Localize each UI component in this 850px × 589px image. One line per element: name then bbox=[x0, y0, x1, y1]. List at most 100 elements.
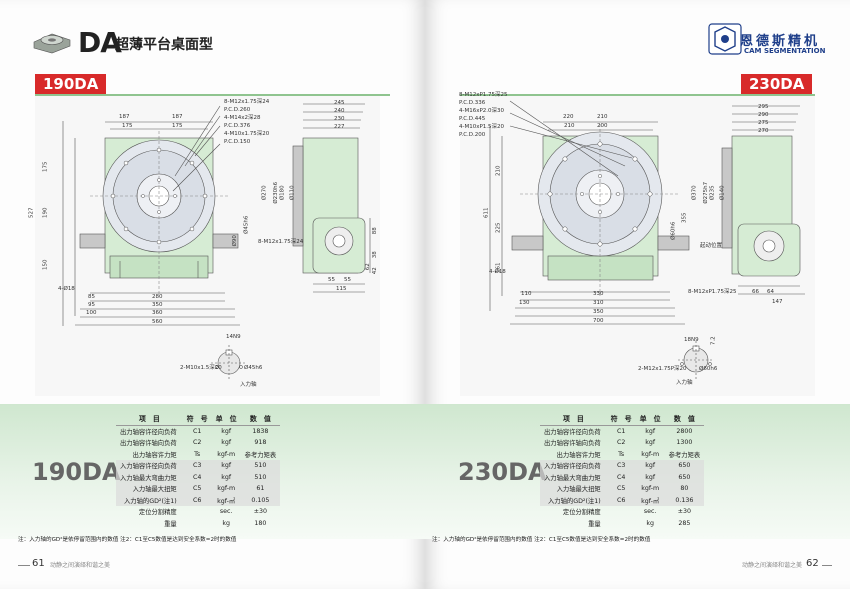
spec-cell-sym bbox=[607, 518, 636, 530]
spec-cell-val: 285 bbox=[678, 519, 691, 527]
spec-cell-unit: kgf-m bbox=[635, 483, 665, 495]
r-dim-v225: 225 bbox=[495, 222, 502, 234]
dim-100: 100 bbox=[86, 310, 97, 316]
left-page: DA 超薄平台桌面型 190DA bbox=[0, 26, 425, 569]
spec-header-cell: 符 号 bbox=[182, 413, 212, 426]
shaft-diameter: Ø45h6 bbox=[244, 365, 263, 371]
spec-cell-unit: kgf-m bbox=[217, 450, 236, 458]
r-dim-147: 147 bbox=[772, 299, 783, 305]
spec-cell-sym: C5 bbox=[182, 483, 212, 495]
r-mount-hole: 4-Ø18 bbox=[489, 269, 506, 275]
dim-55-b: 55 bbox=[344, 277, 351, 283]
footnote: 注：入力轴的GD²是依停留范围内的数值 注2：C1至C5数值是达到安全系数=2时… bbox=[18, 537, 237, 543]
dim-d110: Ø110 bbox=[289, 185, 296, 201]
spec-cell-sym: C2 bbox=[192, 439, 202, 447]
footer-bar-right bbox=[822, 565, 832, 566]
r-dim-210-a: 210 bbox=[597, 114, 608, 120]
r-dim-220: 220 bbox=[563, 114, 574, 120]
spec-cell-sym: Ts bbox=[618, 450, 625, 458]
spec-cell-unit: kgf bbox=[221, 427, 232, 435]
callout-3: 4-M14x2深28 bbox=[224, 115, 261, 121]
r-input-shaft-label: 入力轴 bbox=[676, 380, 693, 386]
spec-cell-val: 650 bbox=[664, 471, 705, 483]
footnote-right: 注：入力轴的GD²是依停留范围内的数值 注2：C1至C5数值是达到安全系数=2时… bbox=[432, 537, 651, 543]
model-tag-right: 230DA bbox=[741, 74, 813, 94]
spec-cell-name: 出力轴容许径向负荷 bbox=[120, 428, 177, 436]
dim-v175: 175 bbox=[42, 161, 49, 173]
r-dim-290: 290 bbox=[758, 112, 769, 118]
spec-cell-name: 入力轴最大弯曲力矩 bbox=[116, 471, 183, 483]
brand-name-en: CAM SEGMENTATION bbox=[744, 47, 826, 55]
dim-38: 38 bbox=[371, 251, 378, 259]
spec-cell-unit: kgf bbox=[211, 460, 241, 472]
r-shaft-diameter: Ø60h6 bbox=[699, 366, 718, 372]
dim-55-a: 55 bbox=[328, 277, 335, 283]
dim-230: 230 bbox=[334, 116, 345, 122]
spec-cell-sym: Ts bbox=[194, 450, 201, 458]
page-number-right: 62 bbox=[806, 558, 819, 569]
r-callout-2: P.C.D.336 bbox=[459, 100, 486, 106]
spec-cell-name: 入力轴最大扭矩 bbox=[540, 483, 607, 495]
footer-bar bbox=[18, 565, 30, 566]
r-callout-3: 4-M16xP2.0深30 bbox=[459, 108, 505, 114]
shaft-detail-drawing-right bbox=[678, 341, 714, 379]
brand-name-cn: 恩德斯精机 bbox=[740, 34, 821, 49]
r-dim-210-b: 210 bbox=[564, 123, 575, 129]
spec-cell-val: 80 bbox=[664, 483, 705, 495]
spec-cell-val: 918 bbox=[254, 439, 267, 447]
spec-cell-sym: C1 bbox=[616, 427, 626, 435]
dim-560: 560 bbox=[152, 319, 163, 325]
spec-cell-name: 出力轴容许力矩 bbox=[556, 451, 601, 459]
r-callout-6: P.C.D.200 bbox=[459, 132, 486, 138]
spec-cell-sym bbox=[183, 506, 212, 518]
dim-187-a: 187 bbox=[119, 114, 130, 120]
spec-header-cell: 数 值 bbox=[240, 413, 281, 426]
dim-227: 227 bbox=[334, 124, 345, 130]
spec-cell-unit: kgf bbox=[645, 427, 656, 435]
tapped-hole: 2-M10x1.5深20 bbox=[180, 365, 222, 371]
spec-cell-sym: C3 bbox=[182, 460, 212, 472]
dim-42: 42 bbox=[371, 267, 378, 275]
spec-cell-unit: kgf bbox=[211, 471, 241, 483]
r-dim-130: 130 bbox=[519, 300, 530, 306]
spec-cell-val: 1300 bbox=[676, 439, 693, 447]
spec-cell-name: 入力轴容许径向负荷 bbox=[540, 460, 607, 472]
spec-cell-unit: kgf-m bbox=[641, 450, 660, 458]
r-dim-200: 200 bbox=[597, 123, 608, 129]
r-dim-d235: Ø235 bbox=[709, 185, 716, 201]
spec-header-cell: 单 位 bbox=[211, 413, 241, 426]
spec-model: 190DA bbox=[32, 458, 121, 486]
spec-cell-name: 入力轴的GD²(注1) bbox=[540, 494, 607, 506]
side-view-drawing bbox=[292, 103, 371, 293]
spec-header-cell: 单 位 bbox=[635, 413, 665, 426]
spec-cell-unit: sec. bbox=[219, 508, 233, 516]
spec-cell-unit: kg bbox=[646, 519, 654, 527]
footer-slogan-right: 动静之间演绎和谐之美 bbox=[742, 562, 803, 569]
spec-cell-unit: kgf-m bbox=[211, 483, 241, 495]
front-view-drawing-right bbox=[489, 100, 805, 325]
spec-cell-val: 0.136 bbox=[664, 494, 705, 506]
spec-header-cell: 项 目 bbox=[540, 413, 607, 426]
front-view-drawing bbox=[62, 105, 240, 326]
series-logo: DA bbox=[78, 26, 122, 59]
spec-cell-sym: C6 bbox=[606, 494, 636, 506]
dim-245: 245 bbox=[334, 100, 345, 106]
spec-header-cell: 项 目 bbox=[116, 413, 183, 426]
dim-v527: 527 bbox=[28, 207, 35, 219]
r-callout-1: 8-M12xP1.75深25 bbox=[459, 92, 508, 98]
dim-62: 62 bbox=[364, 263, 371, 271]
spec-cell-val: 650 bbox=[664, 460, 705, 472]
spec-cell-name: 定位分割精度 bbox=[138, 509, 177, 517]
